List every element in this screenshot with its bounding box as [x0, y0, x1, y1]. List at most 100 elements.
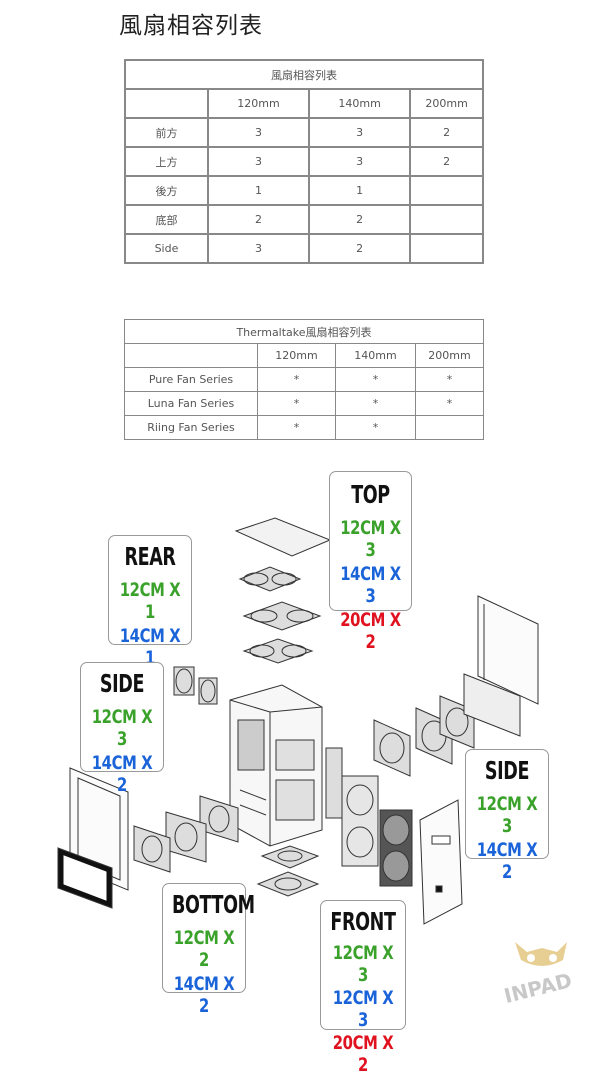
header-cell: 120mm — [257, 343, 336, 368]
table-row: 後方 1 1 — [124, 175, 484, 206]
table-cell — [415, 415, 484, 440]
label-front: FRONT 12CM X 3 12CM X 3 20CM X 2 — [320, 900, 406, 1076]
row-label: Riing Fan Series — [124, 415, 258, 440]
table-row: Pure Fan Series * * * — [124, 367, 484, 392]
label-title: TOP — [351, 480, 390, 509]
inpad-watermark: INPAD — [501, 942, 574, 1006]
table-row: 底部 2 2 — [124, 204, 484, 235]
label-line: 12CM X 3 — [340, 517, 401, 561]
label-line: 14CM X 1 — [119, 625, 181, 669]
label-title: REAR — [124, 542, 176, 571]
label-line: 14CM X 2 — [91, 752, 153, 796]
table-cell: * — [415, 391, 484, 416]
bottom-fan — [260, 845, 320, 869]
table-cell: 2 — [308, 233, 412, 264]
header-cell: 140mm — [308, 88, 412, 119]
top-dust-filter — [234, 517, 332, 557]
label-rear: REAR 12CM X 1 14CM X 1 — [108, 535, 192, 669]
exploded-case-diagram — [57, 517, 539, 925]
chassis — [229, 684, 323, 847]
table-cell: * — [415, 367, 484, 392]
front-panel — [419, 799, 463, 925]
rear-fan — [173, 666, 195, 696]
table-cell: 2 — [409, 117, 484, 148]
table-row: 上方 3 3 2 — [124, 146, 484, 177]
row-label: Pure Fan Series — [124, 367, 258, 392]
label-title: FRONT — [330, 907, 396, 936]
top-fan — [242, 601, 322, 631]
table-cell: 2 — [206, 204, 311, 235]
label-line: 12CM X 3 — [332, 942, 394, 986]
label-line: 12CM X 1 — [119, 579, 181, 623]
rear-fan — [198, 677, 218, 705]
side-fan-left — [199, 795, 239, 843]
label-line: 20CM X 2 — [340, 609, 401, 653]
thermaltake-fan-table: Thermaltake風扇相容列表 120mm 140mm 200mm Pure… — [124, 319, 484, 440]
table-cell: * — [257, 415, 336, 440]
front-fan — [325, 747, 343, 819]
table-cell: 3 — [308, 146, 412, 177]
table-cell: 3 — [206, 233, 311, 264]
table-cell: 3 — [308, 117, 412, 148]
side-fan-right — [373, 719, 411, 777]
table-row: Luna Fan Series * * * — [124, 391, 484, 416]
label-top: TOP 12CM X 3 14CM X 3 20CM X 2 — [329, 471, 412, 653]
label-line: 12CM X 3 — [332, 987, 394, 1031]
table-cell: * — [335, 391, 416, 416]
owl-logo-icon — [515, 942, 567, 966]
label-title: BOTTOM — [172, 890, 255, 919]
table-cell — [409, 233, 484, 264]
label-line: 12CM X 3 — [476, 793, 538, 837]
bottom-fan — [256, 871, 320, 897]
table-cell: 1 — [308, 175, 412, 206]
watermark-text: INPAD — [501, 968, 574, 1006]
label-side-left: SIDE 12CM X 3 14CM X 2 — [80, 662, 164, 796]
table-header-row: 120mm 140mm 200mm — [124, 343, 484, 368]
table-cell: * — [335, 415, 416, 440]
side-panel-right — [477, 595, 539, 705]
label-line: 20CM X 2 — [332, 1032, 394, 1076]
page-title: 風扇相容列表 — [119, 13, 263, 39]
side-radiator — [463, 673, 521, 737]
row-label: 底部 — [124, 204, 209, 235]
label-line: 12CM X 3 — [91, 706, 153, 750]
table-caption: 風扇相容列表 — [124, 59, 484, 90]
label-line: 14CM X 3 — [340, 563, 401, 607]
front-fan — [379, 809, 413, 887]
row-label: Luna Fan Series — [124, 391, 258, 416]
side-fan-left — [133, 825, 171, 873]
label-title: SIDE — [99, 669, 145, 698]
header-cell: 120mm — [206, 88, 311, 119]
table-row: Side 3 2 — [124, 233, 484, 264]
label-title: SIDE — [484, 756, 530, 785]
table-cell: 2 — [308, 204, 412, 235]
table-cell: 2 — [409, 146, 484, 177]
label-line: 14CM X 2 — [173, 973, 235, 1017]
top-fan — [242, 638, 314, 664]
label-side-right: SIDE 12CM X 3 14CM X 2 — [465, 749, 549, 883]
table-cell: 3 — [206, 117, 311, 148]
header-cell — [124, 88, 209, 119]
table-row: 前方 3 3 2 — [124, 117, 484, 148]
header-cell: 200mm — [415, 343, 484, 368]
table-cell — [409, 175, 484, 206]
table-cell: * — [257, 367, 336, 392]
table-cell: 1 — [206, 175, 311, 206]
row-label: 上方 — [124, 146, 209, 177]
row-label: 後方 — [124, 175, 209, 206]
table-row: Riing Fan Series * * — [124, 415, 484, 440]
header-cell: 200mm — [409, 88, 484, 119]
fan-compat-table: 風扇相容列表 120mm 140mm 200mm 前方 3 3 2 上方 3 3… — [124, 59, 484, 264]
table-caption: Thermaltake風扇相容列表 — [124, 319, 484, 344]
header-cell: 140mm — [335, 343, 416, 368]
top-fan — [238, 566, 302, 592]
label-line: 12CM X 2 — [173, 927, 235, 971]
table-cell: 3 — [206, 146, 311, 177]
row-label: Side — [124, 233, 209, 264]
label-line: 14CM X 2 — [476, 839, 538, 883]
label-bottom: BOTTOM 12CM X 2 14CM X 2 — [162, 883, 255, 1017]
table-cell — [409, 204, 484, 235]
header-cell — [124, 343, 258, 368]
table-cell: * — [257, 391, 336, 416]
front-fan — [341, 775, 379, 867]
